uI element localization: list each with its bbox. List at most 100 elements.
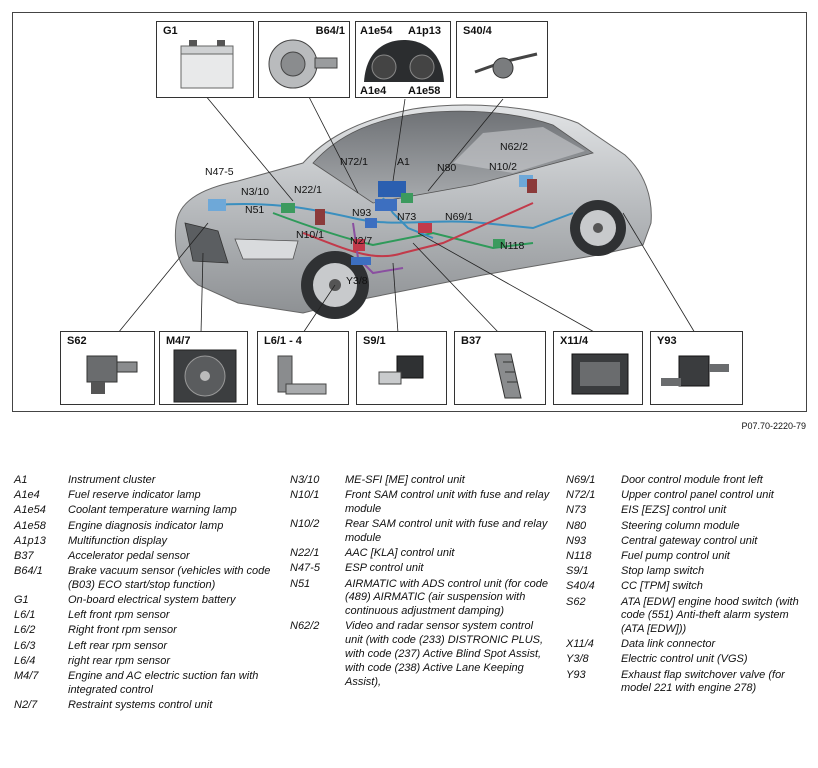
callout-code: S9/1: [363, 335, 386, 347]
callout-box-instrument-cluster: A1e54 A1p13 A1e4 A1e58: [355, 21, 451, 98]
legend-code: N73: [566, 504, 587, 517]
instrument-cluster-icon: [364, 40, 444, 82]
legend-code: B37: [14, 549, 34, 562]
leader-lines: [117, 94, 696, 334]
legend-description: Instrument cluster: [68, 474, 156, 486]
cruise-control-switch-icon: [474, 52, 538, 79]
legend-description: On-board electrical system battery: [68, 594, 236, 607]
legend-code: A1e58: [14, 519, 46, 532]
callout-box-s40-4: S40/4: [456, 21, 548, 98]
legend-description: Door control module front left: [621, 474, 763, 486]
legend-row: A1 Instrument cluster: [14, 474, 274, 488]
label-n62-2: N62/2: [500, 141, 529, 153]
legend-description: Stop lamp switch: [621, 565, 705, 578]
label-n2-7: N2/7: [350, 235, 373, 247]
legend-row: L6/1 Left front rpm sensor: [14, 609, 274, 623]
legend-code: N72/1: [566, 489, 596, 502]
legend-code: S40/4: [566, 580, 595, 593]
callout-box-b37: B37: [454, 331, 546, 405]
label-n22-1: N22/1: [294, 184, 323, 196]
callout-box-s62: S62: [60, 331, 155, 405]
legend-code: X11/4: [566, 638, 594, 651]
legend-code: A1p13: [14, 534, 46, 547]
callout-box-y93: Y93: [650, 331, 743, 405]
fan-icon: [173, 349, 237, 403]
callout-code: X11/4: [560, 335, 589, 347]
legend-code: Y3/8: [566, 653, 589, 666]
legend-description: AIRMATIC with ADS control unit (for code…: [345, 577, 548, 618]
callout-box-s9-1: S9/1: [356, 331, 447, 405]
battery-icon: [180, 40, 234, 89]
callout-box-m4-7: M4/7: [159, 331, 248, 405]
legend-code: M4/7: [14, 670, 39, 683]
callout-code: S40/4: [463, 25, 492, 37]
legend-code: N3/10: [290, 474, 320, 486]
legend-description: Video and radar sensor system control un…: [345, 620, 544, 688]
legend-description: Exhaust flap switchover valve (for model…: [621, 668, 785, 695]
legend-row: N69/1 Door control module front left: [566, 474, 806, 488]
legend-description: EIS [EZS] control unit: [621, 504, 727, 517]
legend-description: Electric control unit (VGS): [621, 653, 748, 666]
legend-row: S9/1 Stop lamp switch: [566, 565, 806, 579]
legend-description: Engine diagnosis indicator lamp: [68, 519, 224, 532]
accelerator-pedal-sensor-icon: [494, 353, 522, 399]
legend-description: Steering column module: [621, 519, 740, 532]
legend-row: N73 EIS [EZS] control unit: [566, 504, 806, 518]
label-y3-8: Y3/8: [346, 275, 368, 287]
legend-code: B64/1: [14, 565, 43, 578]
legend-code: L6/1: [14, 609, 36, 622]
legend-description: Brake vacuum sensor (vehicles with code …: [68, 565, 271, 591]
legend-code: L6/3: [14, 639, 36, 652]
figure-reference: P07.70-2220-79: [741, 421, 806, 431]
legend-description: ME-SFI [ME] control unit: [345, 474, 465, 486]
legend-description: right rear rpm sensor: [68, 654, 171, 667]
callout-code-a1p13: A1p13: [408, 25, 442, 37]
legend-row: N47-5 ESP control unit: [290, 562, 552, 576]
callout-code: B64/1: [315, 25, 345, 37]
legend-code: L6/2: [14, 624, 36, 637]
legend-row: Y3/8 Electric control unit (VGS): [566, 653, 806, 667]
legend-description: Left front rpm sensor: [68, 609, 170, 622]
legend-code: A1: [14, 474, 28, 486]
legend-description: Central gateway control unit: [621, 534, 758, 547]
legend-row: G1 On-board electrical system battery: [14, 594, 274, 608]
callout-code-a1e58: A1e58: [408, 85, 441, 97]
label-n72-1: N72/1: [340, 156, 369, 168]
legend-description: Fuel pump control unit: [621, 549, 730, 562]
legend-code: S9/1: [566, 565, 589, 578]
callout-box-g1: G1: [156, 21, 254, 98]
callout-box-l6: L6/1 - 4: [257, 331, 349, 405]
legend-description: Front SAM control unit with fuse and rel…: [345, 489, 550, 515]
legend-row: N3/10 ME-SFI [ME] control unit: [290, 474, 552, 488]
legend-code: N10/1: [290, 489, 320, 502]
legend-description: Fuel reserve indicator lamp: [68, 489, 201, 502]
legend-description: Multifunction display: [68, 534, 168, 547]
legend-code: N69/1: [566, 474, 596, 486]
legend-code: G1: [14, 594, 29, 607]
legend-description: ESP control unit: [345, 562, 424, 575]
legend-code: N2/7: [14, 699, 38, 712]
legend-code: N47-5: [290, 562, 320, 575]
vehicle-illustration: [117, 94, 696, 334]
legend-description: AAC [KLA] control unit: [345, 547, 455, 560]
legend-description: Coolant temperature warning lamp: [68, 504, 237, 517]
callout-code: B37: [461, 335, 482, 347]
